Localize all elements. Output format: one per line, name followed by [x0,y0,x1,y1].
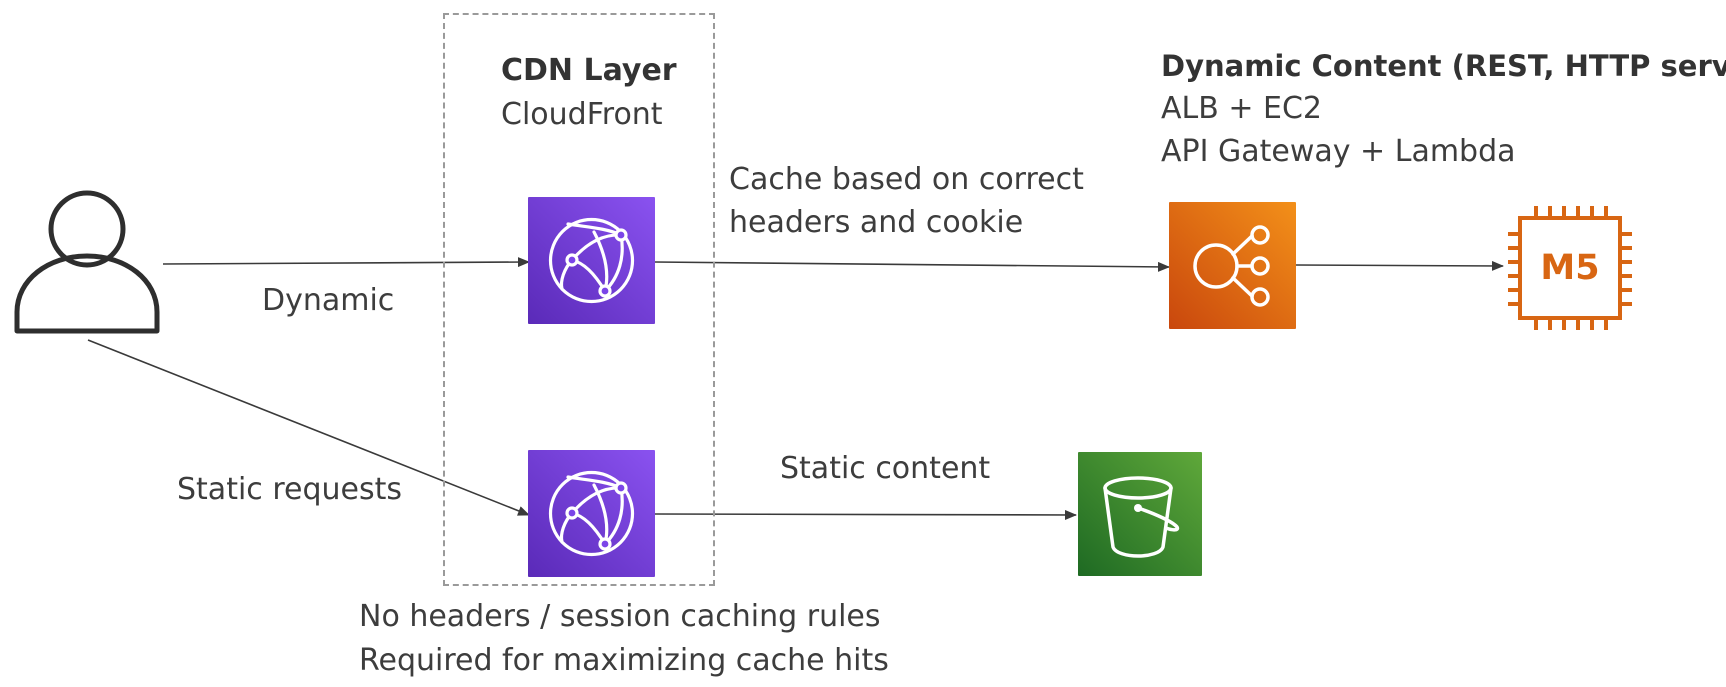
ec2-instance-type-label: M5 [1540,248,1600,288]
arrow-cloudfront-to-load-balancer [654,261,1170,272]
ec2-m5-instance-icon [1508,206,1632,330]
arrow-cloudfront-to-s3 [654,509,1077,520]
dynamic-content-line-1: ALB + EC2 [1161,91,1323,126]
ec2-instance: M5 [1506,204,1634,332]
cloudfront-dynamic-tile [528,197,655,324]
cloudfront-static-tile [528,450,655,577]
cdn-layer-subtitle: CloudFront [501,97,663,132]
bottom-note-line-1: No headers / session caching rules [359,599,881,634]
cache-note-line-2: headers and cookie [729,205,1024,240]
static-requests-label: Static requests [177,472,402,507]
elastic-load-balancer-icon [1193,225,1270,307]
dynamic-content-line-2: API Gateway + Lambda [1161,134,1516,169]
s3-bucket-tile [1078,452,1202,576]
cloudfront-icon [548,470,635,557]
arrow-user-to-cloudfront-dynamic [162,257,530,268]
cdn-layer-title: CDN Layer [501,53,677,88]
cache-note-line-1: Cache based on correct [729,162,1084,197]
arrow-user-to-cloudfront-static [87,339,530,516]
static-content-label: Static content [780,451,991,486]
load-balancer-tile [1169,202,1296,329]
arrow-load-balancer-to-ec2 [1295,260,1504,271]
cdn-layer-container [443,13,715,586]
s3-bucket-icon [1103,476,1180,558]
bottom-note-line-2: Required for maximizing cache hits [359,643,889,678]
dynamic-label: Dynamic [262,283,395,318]
cloudfront-icon [548,217,635,304]
dynamic-content-title: Dynamic Content (REST, HTTP server): [1161,49,1726,83]
user-icon [14,190,160,334]
